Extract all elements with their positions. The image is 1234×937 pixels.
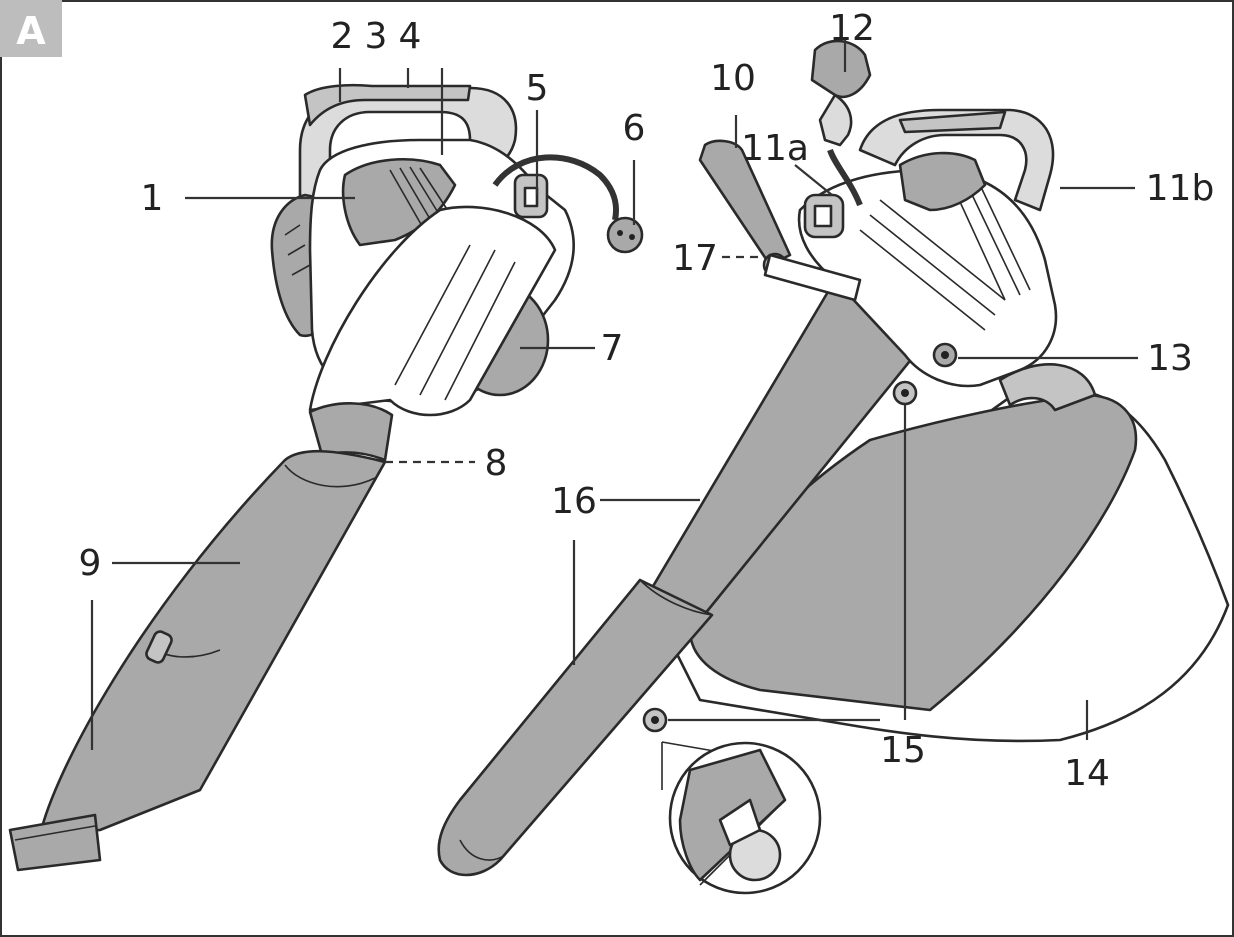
label-3: 3 (365, 16, 388, 57)
suction-tube-lower (437, 578, 714, 877)
label-2: 2 (331, 16, 354, 57)
badge-letter: A (16, 9, 46, 53)
fixing-screw-icon (932, 342, 958, 368)
extension-cord-plug (810, 39, 872, 99)
power-plug-icon (606, 216, 644, 254)
label-1: 1 (141, 178, 164, 219)
label-9-upper: 9 (79, 543, 102, 584)
clip-detail-zoom (661, 741, 822, 895)
label-13: 13 (1147, 338, 1193, 379)
bag-clip-lower (642, 707, 668, 733)
power-cable (492, 154, 620, 221)
label-6: 6 (623, 108, 646, 149)
label-14: 14 (1064, 753, 1110, 794)
blower-tube (38, 449, 387, 837)
label-8: 8 (485, 443, 508, 484)
part-number-labels: 1 2 3 4 5 6 7 8 9 9 10 11a 11b 12 13 14 … (79, 8, 1215, 794)
label-7: 7 (601, 328, 624, 369)
figure-badge: A (0, 0, 62, 57)
label-15: 15 (880, 730, 926, 771)
label-12: 12 (829, 8, 875, 49)
leader-lines (90, 40, 1138, 750)
label-4: 4 (399, 16, 422, 57)
vacuum-cable (827, 148, 863, 207)
label-11a: 11a (741, 128, 809, 169)
blower-tube-upper (308, 205, 557, 417)
bag-clip-upper (892, 380, 918, 406)
tube-clip (145, 630, 173, 664)
blower-nozzle (8, 813, 102, 872)
blower-illustration (8, 83, 644, 872)
label-10: 10 (710, 58, 756, 99)
vacuum-switch-panel (898, 151, 987, 212)
vacuum-handle (858, 108, 1055, 212)
label-17: 17 (672, 238, 718, 279)
label-16-upper: 16 (551, 481, 597, 522)
vacuum-illustration (437, 39, 1230, 895)
label-5: 5 (526, 68, 549, 109)
label-11b: 11b (1146, 168, 1215, 209)
